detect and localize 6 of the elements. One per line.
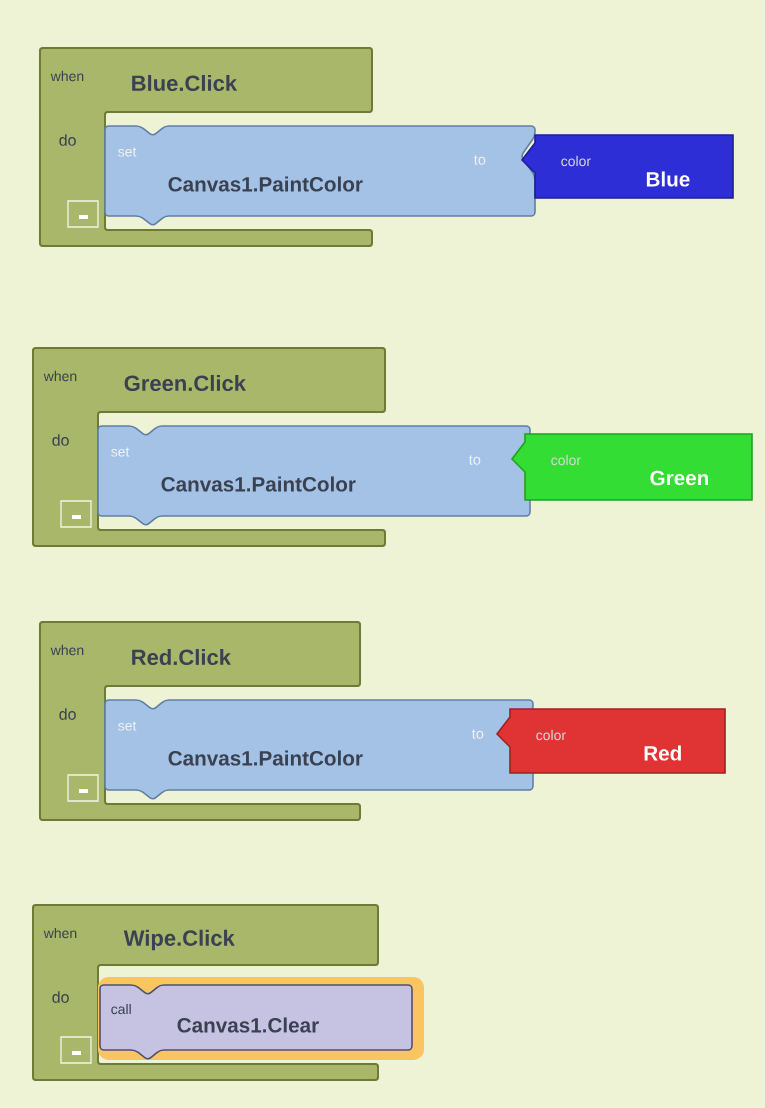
color-block: color Red: [495, 708, 726, 774]
call-block: call Canvas1.Clear: [98, 977, 424, 1060]
set-block: set Canvas1.PaintColor to: [97, 425, 531, 526]
color-block: color Blue: [520, 134, 734, 199]
color-block: color Green: [510, 433, 753, 501]
set-block: set Canvas1.PaintColor to: [104, 125, 536, 226]
